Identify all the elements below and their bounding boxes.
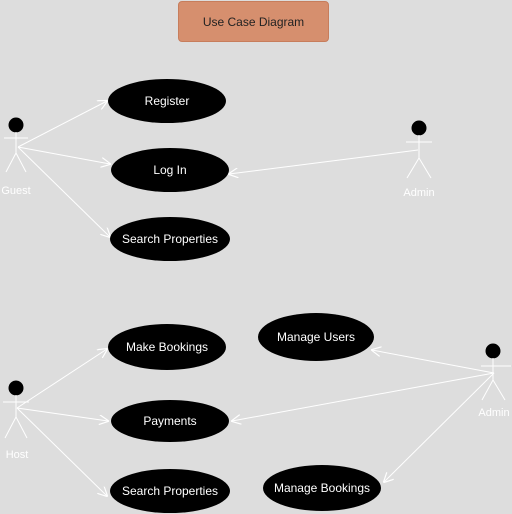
- edge-guest-register: [17, 101, 107, 148]
- use-case-login[interactable]: Log In: [111, 148, 229, 192]
- use-case-manage-users[interactable]: Manage Users: [258, 313, 374, 361]
- edge-host-payments: [16, 407, 108, 421]
- actor-admin-bottom[interactable]: [481, 343, 511, 401]
- connectors-bottom: [16, 349, 495, 496]
- edge-admin-manage-users: [372, 350, 495, 374]
- actor-host-label: Host: [6, 449, 29, 461]
- connectors-top: [17, 101, 419, 237]
- use-case-payments-label: Payments: [143, 414, 196, 428]
- edge-admin-payments: [232, 372, 495, 421]
- actor-admin-top[interactable]: [406, 120, 432, 179]
- use-case-register[interactable]: Register: [108, 79, 226, 123]
- actor-head: [411, 120, 427, 136]
- use-case-make-bookings[interactable]: Make Bookings: [108, 324, 226, 370]
- use-case-payments[interactable]: Payments: [111, 400, 229, 442]
- use-case-search-properties-bottom[interactable]: Search Properties: [110, 469, 230, 513]
- use-case-register-label: Register: [145, 94, 190, 108]
- use-case-manage-bookings-label: Manage Bookings: [274, 481, 370, 495]
- edge-host-bookings: [16, 349, 107, 409]
- actor-guest[interactable]: [4, 117, 28, 173]
- use-case-search-properties-top[interactable]: Search Properties: [110, 217, 230, 261]
- actor-host[interactable]: [3, 380, 29, 439]
- use-case-search-properties-bottom-label: Search Properties: [122, 484, 218, 498]
- use-case-make-bookings-label: Make Bookings: [126, 340, 208, 354]
- actor-head: [8, 117, 24, 133]
- edge-guest-search: [17, 146, 110, 237]
- edge-host-search: [16, 407, 107, 496]
- use-case-manage-users-label: Manage Users: [277, 330, 355, 344]
- diagram-title: Use Case Diagram: [178, 1, 329, 42]
- actor-head: [485, 343, 501, 359]
- edge-guest-login: [17, 146, 110, 164]
- actor-guest-label: Guest: [1, 185, 30, 197]
- actor-admin-top-label: Admin: [403, 187, 434, 199]
- edge-admin-login: [229, 149, 419, 174]
- actor-admin-bottom-label: Admin: [478, 407, 509, 419]
- use-case-login-label: Log In: [153, 163, 186, 177]
- use-case-search-properties-top-label: Search Properties: [122, 232, 218, 246]
- actor-head: [8, 380, 24, 396]
- edge-admin-manage-bookings: [384, 372, 495, 482]
- use-case-manage-bookings[interactable]: Manage Bookings: [263, 465, 381, 511]
